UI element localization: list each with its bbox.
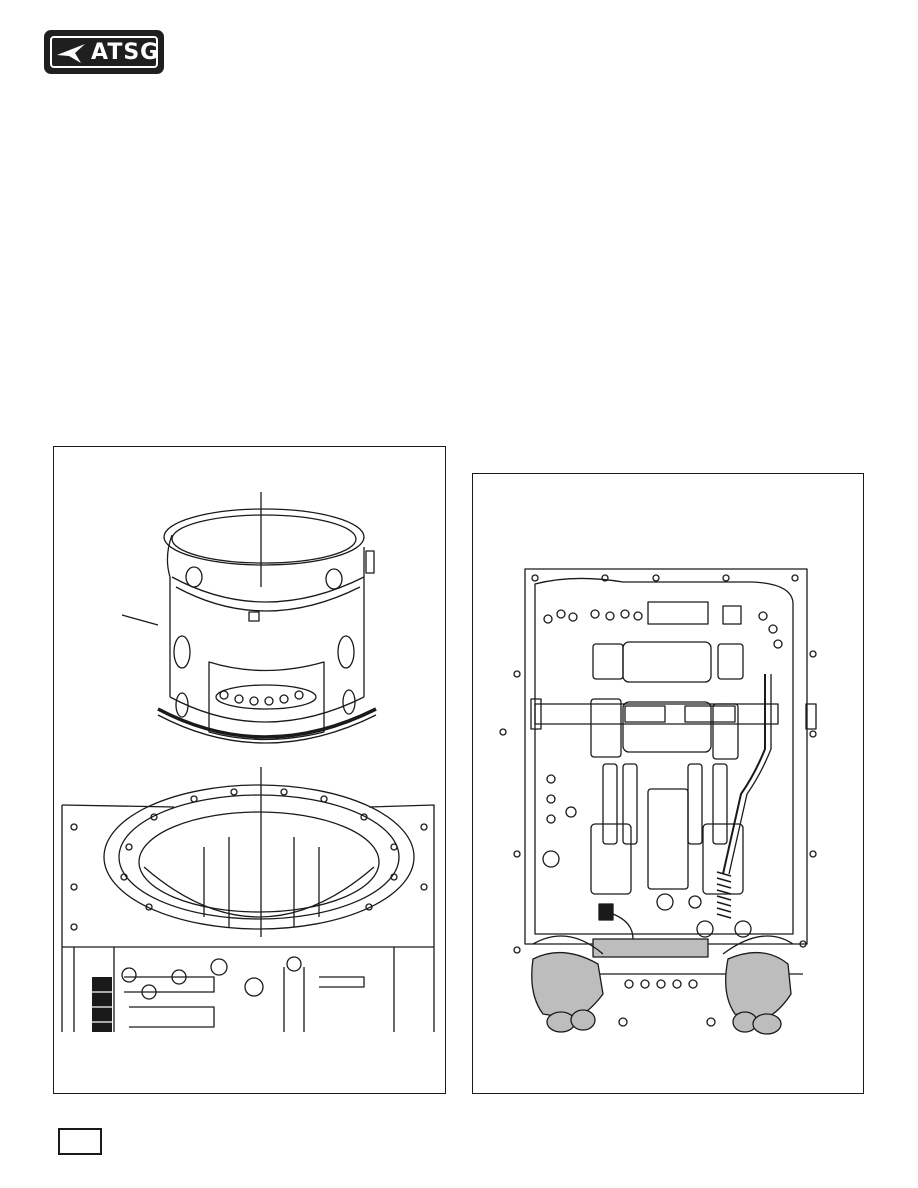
manual-shaft bbox=[534, 703, 779, 725]
figure-oil-pump-housing bbox=[53, 446, 446, 1094]
valve-body-illustration bbox=[499, 568, 817, 1035]
page-number-box bbox=[58, 1128, 102, 1155]
logo-frame bbox=[50, 36, 158, 68]
bird-icon bbox=[57, 44, 85, 63]
case-label-block bbox=[92, 977, 112, 1032]
figure-valve-body bbox=[472, 473, 864, 1094]
pump-housing-drum bbox=[157, 508, 377, 744]
right-hand bbox=[725, 951, 792, 1035]
transmission-case bbox=[61, 784, 435, 1032]
shaded-rail bbox=[592, 938, 709, 958]
left-hand bbox=[531, 951, 604, 1033]
oil-pump-illustration bbox=[61, 492, 435, 1032]
atsg-logo: ATSG bbox=[44, 30, 164, 74]
detent-spring bbox=[716, 871, 732, 919]
wire-connector bbox=[598, 903, 614, 921]
bolt-holes bbox=[499, 574, 817, 954]
valve-body-plate bbox=[524, 568, 808, 945]
logo-text: ATSG bbox=[91, 40, 160, 65]
callout-leader-left bbox=[121, 614, 159, 626]
